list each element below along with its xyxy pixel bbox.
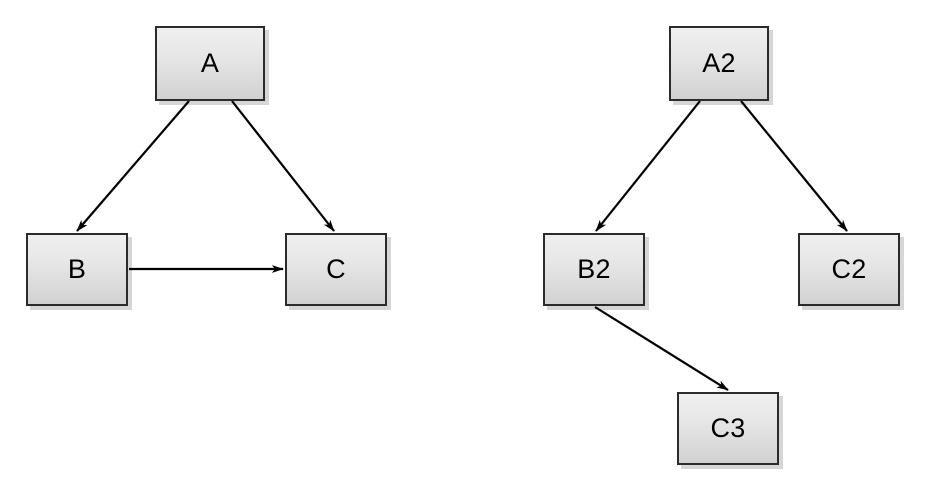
- node-c3[interactable]: C3: [677, 392, 779, 465]
- edge-b2-to-c3: [594, 306, 729, 391]
- node-a2[interactable]: A2: [669, 26, 769, 101]
- node-label-c: C: [326, 254, 346, 284]
- node-c2[interactable]: C2: [798, 233, 900, 306]
- edge-a-to-c: [231, 100, 335, 232]
- node-a[interactable]: A: [155, 26, 265, 101]
- node-label-a2: A2: [702, 48, 736, 78]
- node-b2[interactable]: B2: [543, 233, 645, 306]
- edge-a2-to-c2: [740, 100, 848, 232]
- edges-group: [76, 100, 848, 391]
- node-b[interactable]: B: [26, 233, 128, 306]
- node-label-c3: C3: [710, 413, 746, 443]
- edge-a2-to-b2: [595, 100, 701, 232]
- edge-a-to-b: [76, 100, 190, 232]
- node-label-b: B: [67, 254, 87, 284]
- node-label-b2: B2: [577, 254, 611, 284]
- node-label-a: A: [200, 48, 220, 78]
- node-c[interactable]: C: [285, 233, 387, 306]
- node-label-c2: C2: [831, 254, 867, 284]
